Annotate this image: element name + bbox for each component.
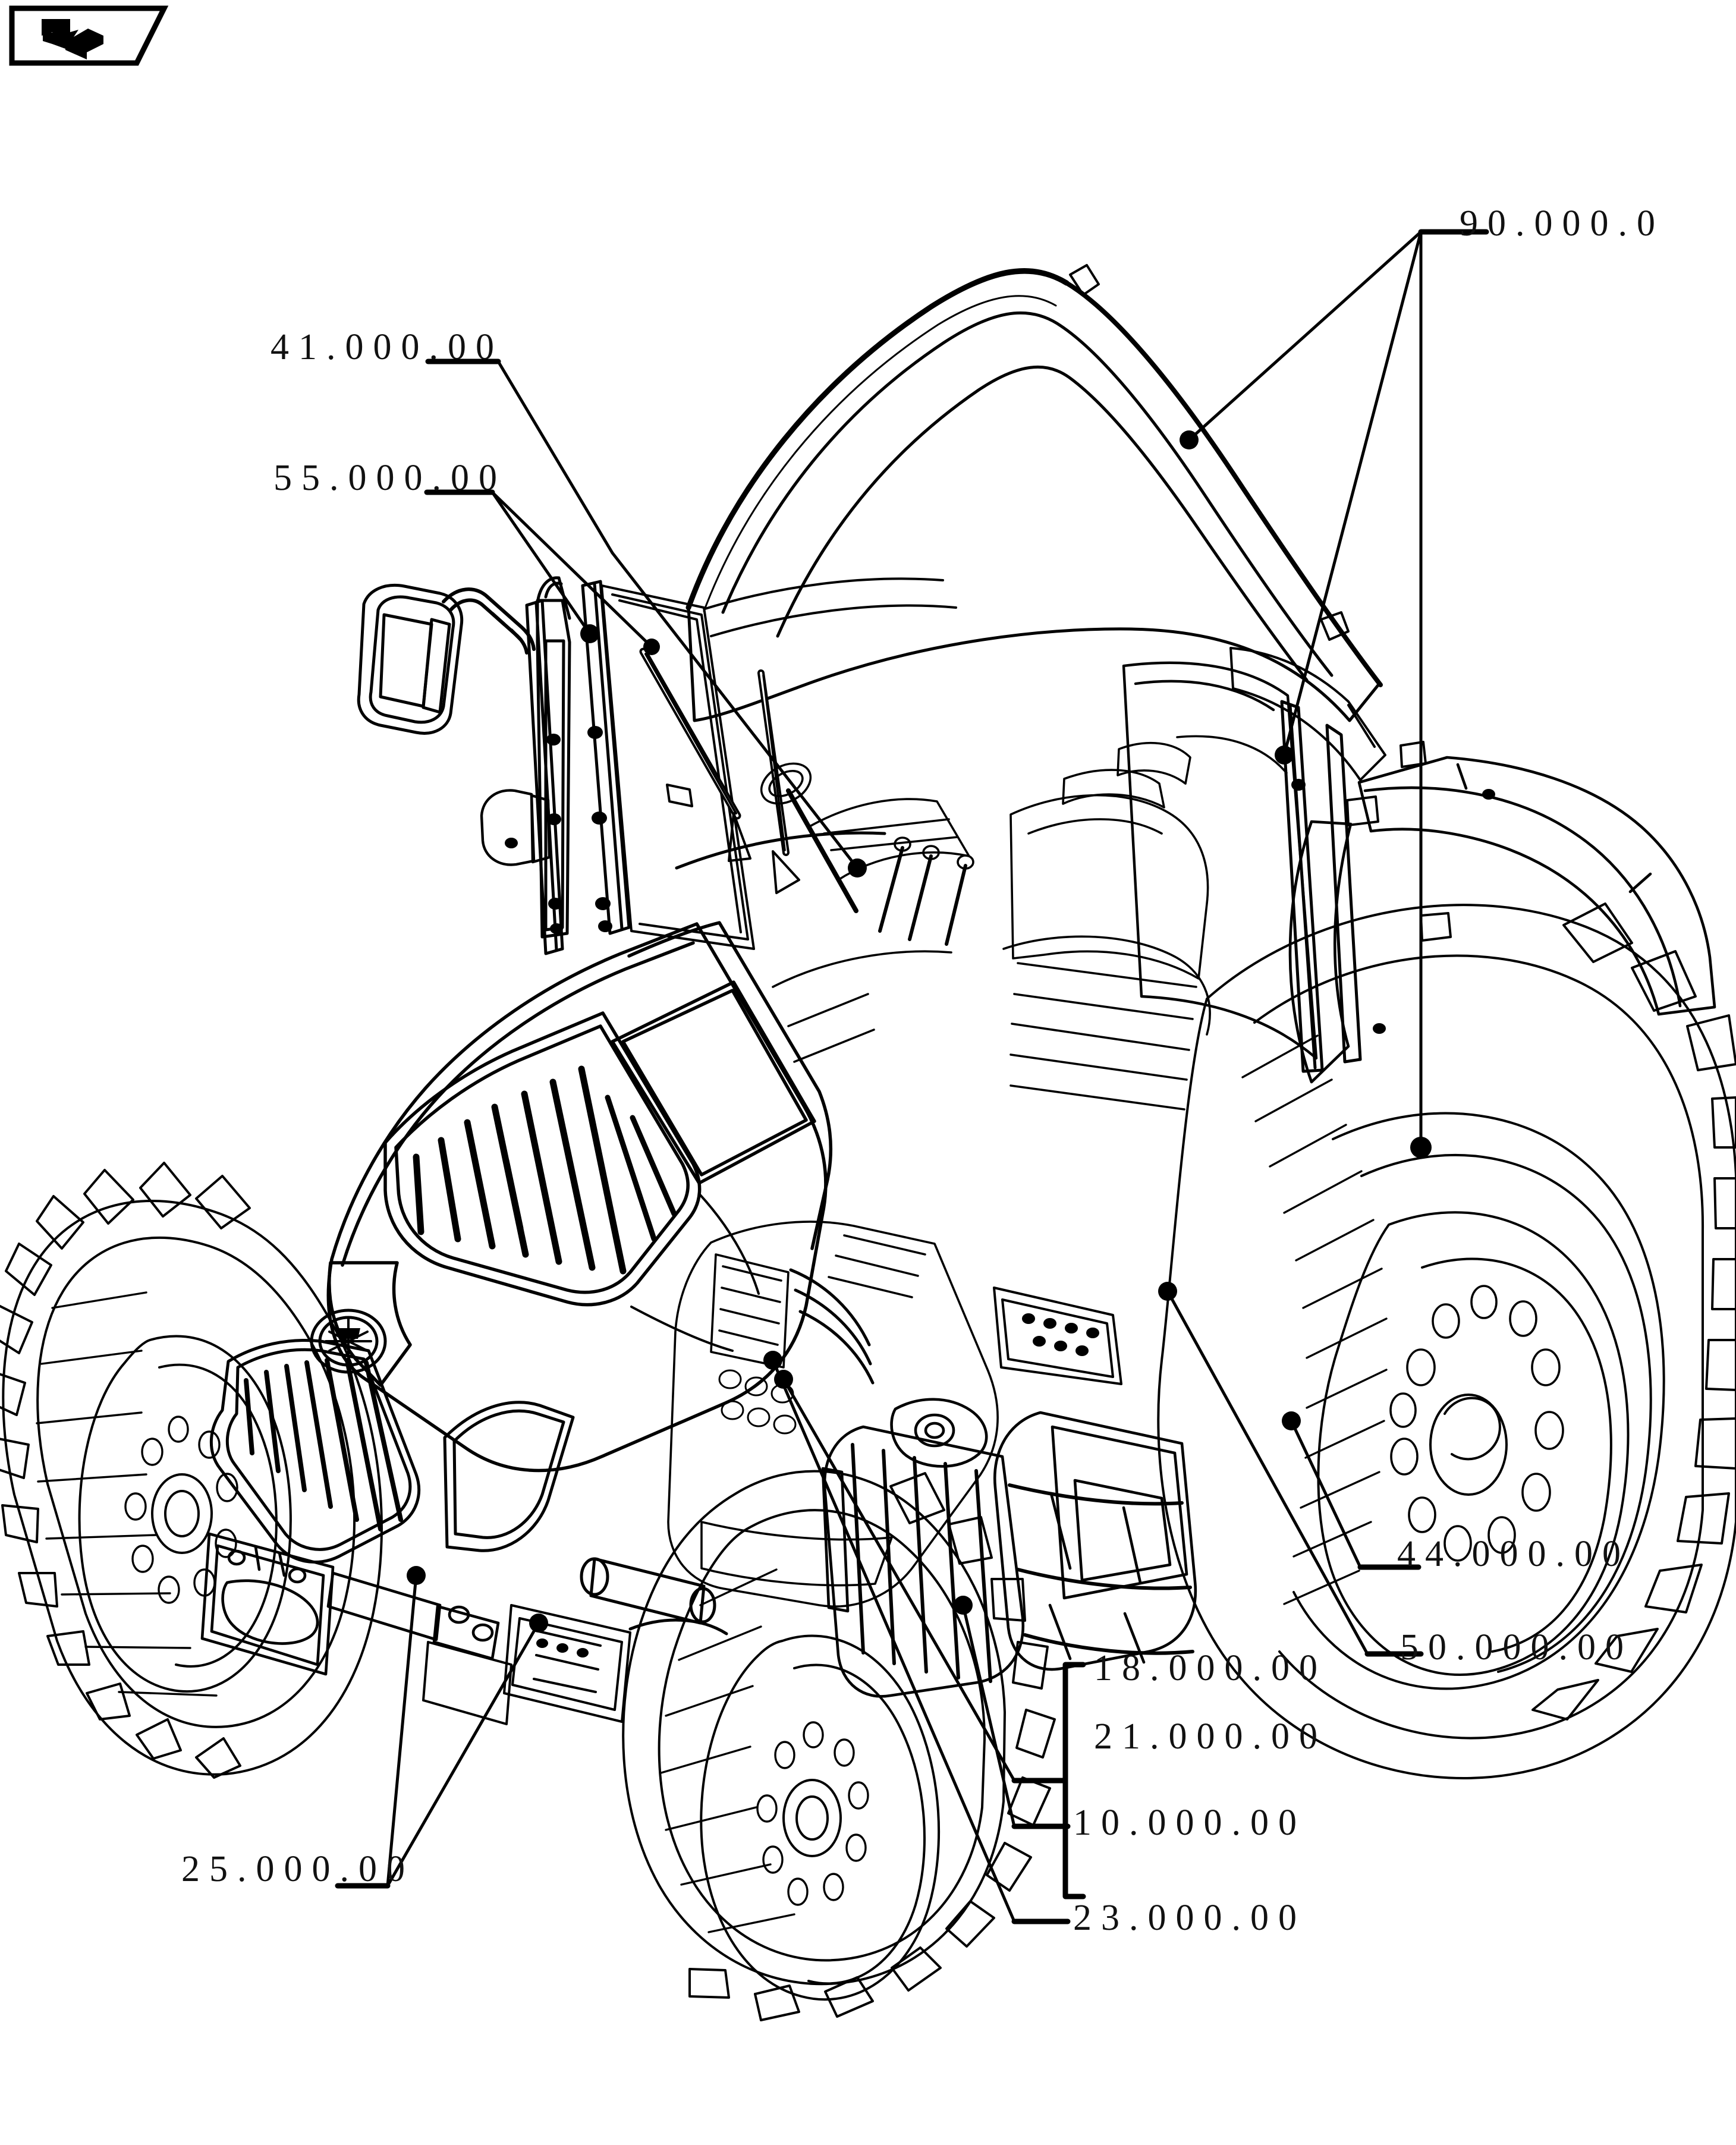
callout-41-000-00: 41.000.00 <box>271 327 504 367</box>
cab-pillar-right <box>1280 700 1452 1073</box>
fuel-tank-and-step <box>821 1398 1197 1698</box>
callout-10-000-00: 10.000.00 <box>1073 1803 1306 1843</box>
rear-wheel-right <box>1157 902 1736 1779</box>
leader-50 <box>1158 1282 1424 1657</box>
cab-door-left <box>600 584 755 950</box>
section-badge <box>8 5 172 67</box>
leader-23 <box>763 1351 1071 1924</box>
pto-shaft <box>580 1557 716 1625</box>
exhaust-stack <box>536 576 571 939</box>
leader-41 <box>425 358 867 878</box>
mirror-arm <box>442 587 536 655</box>
cab-roof <box>685 264 1383 722</box>
rear-fender-right <box>1288 756 1716 1084</box>
rear-control-panel <box>993 1287 1122 1385</box>
front-grille <box>209 1339 421 1564</box>
leader-90 <box>1180 229 1489 1158</box>
cab-assembly <box>525 264 1452 1073</box>
cab-rear-body <box>1122 661 1318 1060</box>
callout-44-000-00: 44.000.00 <box>1397 1534 1630 1574</box>
callout-55-000-00: 55.000.00 <box>273 458 507 498</box>
engine-hood <box>209 921 832 1564</box>
front-axle-support <box>422 1604 728 1725</box>
callout-50-000-00: 50.000.00 <box>1400 1627 1633 1668</box>
mirror-left <box>357 584 464 735</box>
transmission-hydraulics <box>667 1221 999 1608</box>
front-wheel-left <box>0 1162 383 1779</box>
callout-90-000-0: 90.000.0 <box>1460 203 1665 244</box>
leader-25 <box>335 1566 548 1889</box>
cab-rear-window <box>1229 647 1386 781</box>
leader-44 <box>1282 1411 1421 1570</box>
callout-23-000-00: 23.000.00 <box>1073 1898 1306 1938</box>
machine-section-icon <box>42 19 103 59</box>
leader-10 <box>954 1596 1071 1829</box>
headlight-left <box>443 1401 575 1552</box>
callout-25-000-00: 25.000.00 <box>181 1849 414 1889</box>
cab-interior <box>760 735 1288 1111</box>
work-light-left <box>480 789 551 866</box>
callout-18-000-00: 18.000.00 <box>1094 1648 1327 1688</box>
front-weight-bracket <box>200 1532 500 1676</box>
exhaust-mirror-assembly <box>357 576 571 939</box>
leader-lines <box>335 229 1489 1924</box>
callout-21-000-00: 21.000.00 <box>1094 1716 1327 1757</box>
leader-55 <box>424 489 660 655</box>
front-wheel-right <box>622 1470 1056 2021</box>
